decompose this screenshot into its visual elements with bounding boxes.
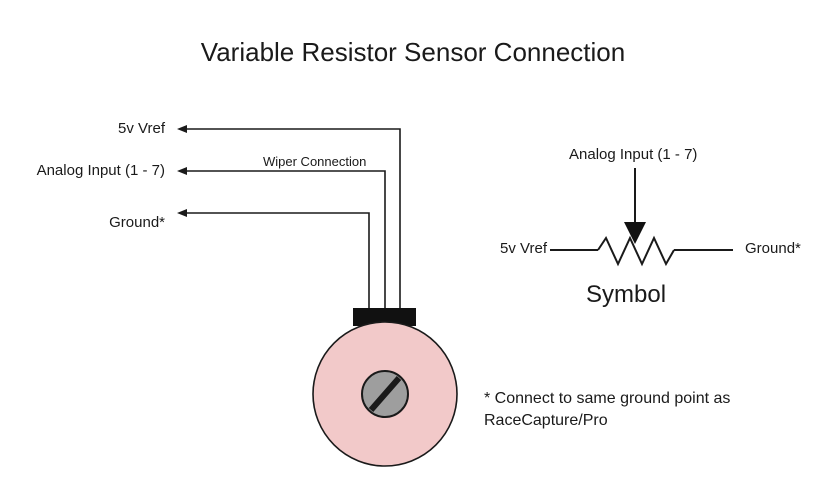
arrow-analog-icon (177, 167, 187, 175)
screw-slot-icon (368, 376, 402, 412)
label-analog-input: Analog Input (1 - 7) (36, 162, 165, 179)
ground-note-line-2: RaceCapture/Pro (484, 412, 608, 429)
label-vref: 5v Vref (118, 120, 165, 137)
diagram-title: Variable Resistor Sensor Connection (200, 37, 626, 67)
label-wiper-connection: Wiper Connection (263, 154, 367, 169)
wire-wiper (184, 170, 386, 310)
wire-vref (184, 128, 401, 310)
symbol-wiper-arrow-icon (624, 222, 646, 244)
label-ground: Ground* (109, 214, 165, 231)
resistor-zigzag-icon (597, 235, 675, 267)
ground-note-line-1: * Connect to same ground point as (484, 390, 731, 407)
arrow-ground-icon (177, 209, 187, 217)
wire-ground (184, 212, 370, 310)
symbol-label-vref: 5v Vref (500, 240, 547, 257)
potentiometer-connector (353, 308, 416, 326)
symbol-label-ground: Ground* (745, 240, 801, 257)
arrow-vref-icon (177, 125, 187, 133)
symbol-label-analog-input: Analog Input (1 - 7) (569, 146, 698, 163)
symbol-caption: Symbol (586, 281, 667, 308)
